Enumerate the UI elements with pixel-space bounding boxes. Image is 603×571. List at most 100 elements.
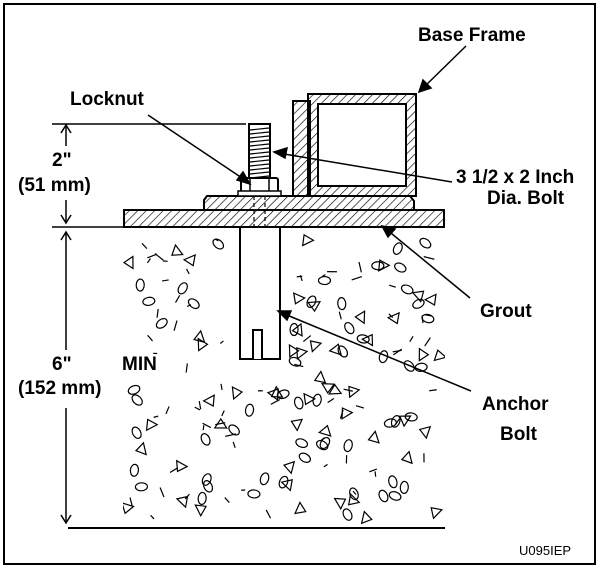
aggregate-mark: [378, 489, 389, 503]
aggregate-mark: [131, 394, 143, 406]
aggregate-mark: [247, 489, 261, 499]
aggregate-mark: [389, 284, 396, 288]
aggregate-mark: [352, 490, 357, 495]
aggregate-mark: [215, 422, 226, 426]
aggregate-mark: [202, 425, 205, 431]
aggregate-mark: [296, 275, 303, 278]
label-dim-top-mm: (51 mm): [18, 175, 91, 196]
aggregate-mark: [266, 388, 279, 401]
aggregate-mark: [386, 311, 400, 325]
aggregate-mark: [377, 259, 391, 272]
aggregate-mark: [265, 509, 272, 519]
aggregate-mark: [186, 268, 190, 275]
aggregate-mark: [347, 492, 361, 506]
label-grout: Grout: [480, 301, 532, 322]
aggregate-mark: [290, 418, 304, 432]
aggregate-mark: [232, 441, 236, 449]
aggregate-mark: [390, 415, 401, 428]
aggregate-mark: [135, 278, 145, 292]
aggregate-mark: [202, 394, 215, 407]
aggregate-mark: [134, 441, 147, 456]
aggregate-mark: [424, 337, 431, 347]
aggregate-mark: [315, 439, 329, 451]
aggregate-mark: [404, 412, 418, 422]
aggregate-mark: [337, 297, 347, 311]
aggregate-mark: [317, 424, 332, 437]
aggregate-mark: [399, 480, 409, 494]
aggregate-mark: [400, 284, 414, 295]
aggregate-mark: [342, 508, 353, 521]
threaded-bolt: [248, 123, 271, 226]
aggregate-mark: [323, 463, 328, 468]
aggregate-mark: [288, 356, 302, 367]
label-dim-bottom-mm: (152 mm): [18, 378, 101, 399]
anchor-bolt: [239, 226, 281, 360]
aggregate-mark: [289, 322, 299, 337]
aggregate-mark: [201, 473, 212, 486]
aggregate-mark: [433, 349, 445, 362]
aggregate-mark: [165, 406, 170, 415]
aggregate-mark: [280, 479, 293, 492]
aggregate-mark: [299, 275, 303, 282]
aggregate-mark: [313, 370, 327, 384]
aggregate-mark: [392, 242, 403, 255]
aggregate-mark: [175, 495, 189, 509]
aggregate-mark: [185, 363, 188, 373]
aggregate-mark: [294, 363, 304, 368]
aggregate-mark: [333, 497, 347, 511]
grout-pad: [123, 209, 445, 228]
aggregate-mark: [175, 459, 189, 473]
figure-code: U095IEP: [519, 543, 571, 558]
aggregate-mark: [360, 510, 373, 525]
aggregate-mark: [328, 383, 343, 395]
aggregate-mark: [145, 418, 159, 432]
aggregate-mark: [302, 335, 312, 343]
aggregate-mark: [418, 425, 432, 440]
aggregate-mark: [419, 237, 432, 249]
aggregate-mark: [291, 322, 303, 337]
aggregate-mark: [306, 301, 322, 313]
aggregate-mark: [147, 334, 153, 342]
label-bolt-dia: Dia. Bolt: [487, 188, 565, 209]
label-dim-bottom-inches: 6": [52, 354, 72, 375]
aggregate-mark: [392, 349, 402, 353]
aggregate-mark: [198, 400, 202, 410]
aggregate-mark: [147, 253, 158, 259]
aggregate-mark: [186, 304, 192, 308]
aggregate-mark: [197, 491, 207, 506]
aggregate-mark: [288, 343, 300, 359]
aggregate-mark: [221, 410, 225, 417]
aggregate-mark: [134, 482, 149, 492]
figure-border: [3, 3, 596, 565]
aggregate-mark: [171, 243, 184, 256]
aggregate-mark: [383, 418, 397, 428]
aggregate-mark: [219, 340, 224, 345]
aggregate-mark: [298, 452, 311, 463]
aggregate-mark: [292, 292, 306, 305]
aggregate-mark: [418, 347, 430, 362]
aggregate-mark: [295, 438, 309, 449]
aggregate-mark: [270, 385, 284, 398]
aggregate-mark: [388, 491, 402, 501]
aggregate-mark: [320, 437, 325, 442]
aggregate-mark: [146, 258, 151, 264]
aggregate-mark: [411, 290, 425, 303]
aggregate-mark: [398, 415, 412, 428]
aggregate-mark: [400, 450, 413, 465]
leader-lines: [147, 45, 472, 392]
label-anchor-bolt: Bolt: [500, 424, 538, 445]
dimension-lines: [52, 123, 246, 525]
aggregate-mark: [429, 389, 437, 392]
aggregate-mark: [173, 320, 178, 331]
aggregate-mark: [412, 298, 425, 309]
aggregate-mark: [244, 403, 255, 417]
aggregate-mark: [328, 343, 342, 356]
aggregate-mark: [224, 497, 230, 503]
aggregate-mark: [142, 296, 156, 307]
aggregate-mark: [169, 467, 179, 474]
aggregate-mark: [343, 439, 353, 453]
aggregate-mark: [141, 242, 148, 250]
aggregate-mark: [296, 347, 309, 360]
aggregate-mark: [194, 406, 201, 411]
aggregate-mark: [231, 385, 244, 401]
